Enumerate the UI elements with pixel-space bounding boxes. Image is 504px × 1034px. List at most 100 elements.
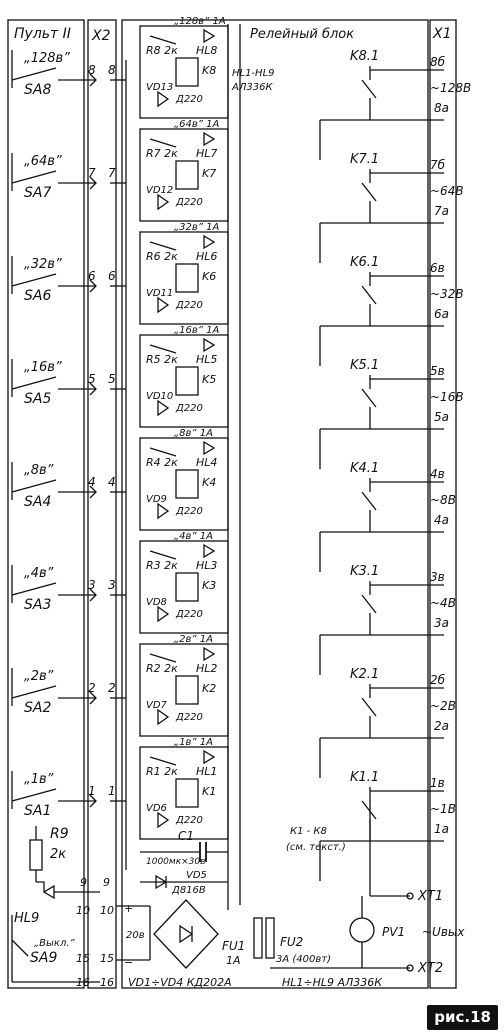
switch-label: „64в” <box>24 154 62 169</box>
contact-k-label: K1.1 <box>350 770 379 785</box>
relay-diode-type: Д220 <box>175 506 203 517</box>
switch-label: „1в” <box>24 772 54 787</box>
voltage-label: ~8В <box>430 493 456 507</box>
switch-arrow <box>89 794 97 808</box>
hl-led <box>203 131 216 147</box>
bridge-note: VD1÷VD4 КД202А <box>128 976 232 989</box>
relay-coil <box>175 160 199 190</box>
relay-vd-label: VD6 <box>146 803 167 814</box>
relay-diode-type: Д220 <box>175 712 203 723</box>
fu1-value: 1А <box>226 954 241 967</box>
relay-resistor-label: R1 2к <box>146 765 178 778</box>
relay-resistor-label: R2 2к <box>146 662 178 675</box>
relay-hl-label: HL8 <box>196 44 217 57</box>
relay-vd-label: VD7 <box>146 700 168 711</box>
relay-coil <box>175 572 199 602</box>
switch-label: „8в” <box>24 463 54 478</box>
switch-arrow <box>89 382 97 396</box>
x2-pin-right: 2 <box>108 681 116 695</box>
pv1-meter <box>349 917 375 943</box>
switch-contact <box>11 582 57 596</box>
x1-bot-terminal: 3а <box>434 616 449 630</box>
relay-hl-label: HL6 <box>196 250 217 263</box>
hl-arrow-resistor <box>149 35 177 45</box>
switch-arrow <box>89 279 97 293</box>
x2-pin-left: 3 <box>88 578 96 592</box>
vd5-diode <box>155 874 168 890</box>
vd5-label: VD5 <box>186 870 207 881</box>
contact-k-label: K5.1 <box>350 358 379 373</box>
hl-led <box>203 234 216 250</box>
switch-contact <box>11 67 57 81</box>
relay-diode <box>157 502 170 520</box>
relay-hl-label: HL5 <box>196 353 217 366</box>
x2-pin-left: 2 <box>88 681 96 695</box>
pin-10-right: 10 <box>100 904 114 917</box>
relay-cell-box <box>139 25 229 119</box>
relay-block-frame <box>121 19 429 989</box>
switch-label: „2в” <box>24 669 54 684</box>
fu1-fuse <box>253 917 263 959</box>
switch-contact <box>11 685 57 699</box>
relay-diode-type: Д220 <box>175 815 203 826</box>
voltage-label: ~2В <box>430 699 456 713</box>
bottom-section: R9 2к HL9 „Выкл.” SA9 9 9 10 10 15 15 16… <box>11 800 465 989</box>
x2-pin-left: 7 <box>88 166 96 180</box>
x1-bot-terminal: 6а <box>434 307 449 321</box>
contact-blade <box>361 388 377 408</box>
relay-resistor-label: R4 2к <box>146 456 178 469</box>
fu1-label: FU1 <box>222 939 245 953</box>
relay-vd-label: VD10 <box>146 391 173 402</box>
relay-cell-box <box>139 643 229 737</box>
hl-type: АЛ336К <box>231 82 273 93</box>
panel-frame <box>7 19 85 989</box>
hl-led <box>203 749 216 765</box>
relay-resistor-label: R8 2к <box>146 44 178 57</box>
voltage-label: ~1В <box>430 802 456 816</box>
relay-hl-label: HL1 <box>196 765 217 778</box>
voltage-label: ~32В <box>430 287 464 301</box>
x2-pin-right: 4 <box>108 475 116 489</box>
x2-pin-left: 1 <box>88 784 96 798</box>
hl-arrow-resistor <box>149 138 177 148</box>
xt2-label: XT2 <box>417 961 443 976</box>
contact-blade <box>361 285 377 305</box>
hl-caption: „4в” 1А <box>174 531 213 542</box>
pin-9-right: 9 <box>103 876 110 889</box>
relay-diode <box>157 90 170 108</box>
bridge-diode <box>179 924 194 944</box>
relay-k-label: K2 <box>202 682 216 695</box>
relay-block-title: Релейный блок <box>250 27 354 42</box>
voltage-label: ~64В <box>430 184 464 198</box>
figure-label: рис.18 <box>427 1005 498 1030</box>
pin-15-left: 15 <box>76 952 90 965</box>
switch-arrow <box>89 485 97 499</box>
switch-arrow <box>89 176 97 190</box>
fu2-label: FU2 <box>280 935 303 949</box>
pin-10-left: 10 <box>76 904 90 917</box>
x1-top-terminal: 6в <box>430 261 445 275</box>
hl-note: HL1-HL9 <box>232 68 275 79</box>
relay-hl-label: HL4 <box>196 456 217 469</box>
x1-bot-terminal: 5а <box>434 410 449 424</box>
switch-sa-label: SA6 <box>24 288 51 304</box>
relay-vd-label: VD9 <box>146 494 167 505</box>
switch-arrow <box>89 73 97 87</box>
relay-diode-type: Д220 <box>175 403 203 414</box>
relay-diode <box>157 296 170 314</box>
contact-blade <box>361 79 377 99</box>
